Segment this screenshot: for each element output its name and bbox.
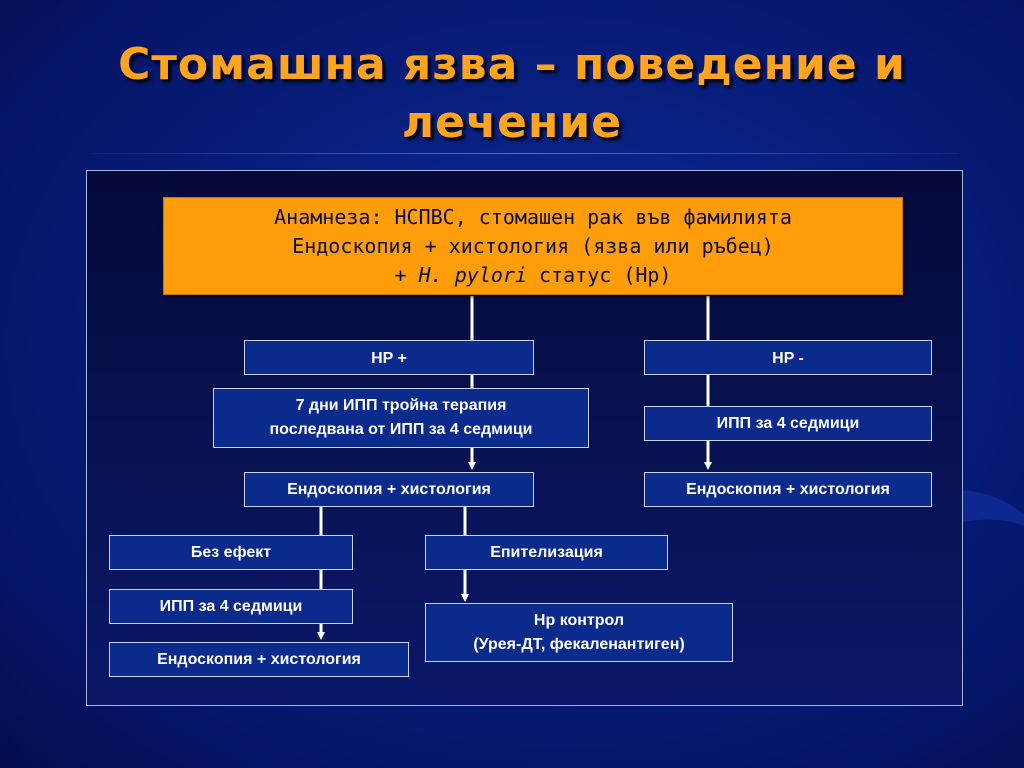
triple-therapy-line-2: последвана от ИПП за 4 седмици	[269, 421, 533, 438]
anamnesis-box: Анамнеза: НСПВС, стомашен рак във фамили…	[163, 197, 903, 295]
endoscopy-bottom-label: Ендоскопия + хистология	[157, 650, 361, 668]
anamnesis-line-2: Ендоскопия + хистология (язва или ръбец)	[292, 234, 774, 258]
anamnesis-line-3: + H. pylori статус (Hp)	[164, 261, 902, 290]
endoscopy-mid-node: Ендоскопия + хистология	[244, 472, 534, 507]
triple-therapy-node: 7 дни ИПП тройна терапия последвана от И…	[213, 388, 589, 448]
endoscopy-right-label: Ендоскопия + хистология	[686, 480, 890, 498]
ppi-left-node: ИПП за 4 седмици	[109, 589, 353, 624]
title-line-1: Стомашна язва – поведение и	[118, 39, 906, 90]
slide-title: Стомашна язва – поведение и лечение	[40, 36, 984, 152]
endoscopy-bottom-node: Ендоскопия + хистология	[109, 642, 409, 677]
hp-positive-label: HP +	[371, 350, 407, 367]
anamnesis-line-1: Анамнеза: НСПВС, стомашен рак във фамили…	[274, 205, 792, 229]
epithelization-label: Епителизация	[490, 543, 603, 561]
no-effect-node: Без ефект	[109, 535, 353, 570]
hp-negative-node: HP -	[644, 340, 932, 375]
ppi-left-label: ИПП за 4 седмици	[159, 597, 303, 615]
endoscopy-right-node: Ендоскопия + хистология	[644, 472, 932, 507]
anamnesis-line-3-suffix: статус (Hp)	[526, 263, 672, 287]
title-line-2: лечение	[401, 97, 623, 148]
anamnesis-line-3-prefix: +	[394, 263, 419, 287]
epithelization-node: Епителизация	[425, 535, 668, 570]
hp-control-line-1: Hp контрол	[533, 611, 625, 629]
ppi-right-node: ИПП за 4 седмици	[644, 406, 932, 441]
hp-negative-label: HP -	[772, 350, 804, 367]
hp-control-line-2: (Урея-ДТ, фекаленантиген)	[473, 635, 685, 653]
endoscopy-mid-label: Ендоскопия + хистология	[287, 480, 491, 498]
title-divider	[92, 153, 958, 154]
hp-positive-node: HP +	[244, 340, 534, 375]
h-pylori-label: H. pylori	[418, 263, 527, 287]
ppi-right-label: ИПП за 4 седмици	[716, 414, 860, 432]
hp-control-node: Hp контрол (Урея-ДТ, фекаленантиген)	[425, 603, 733, 662]
no-effect-label: Без ефект	[190, 543, 272, 561]
triple-therapy-line-1: 7 дни ИПП тройна терапия	[295, 397, 507, 414]
